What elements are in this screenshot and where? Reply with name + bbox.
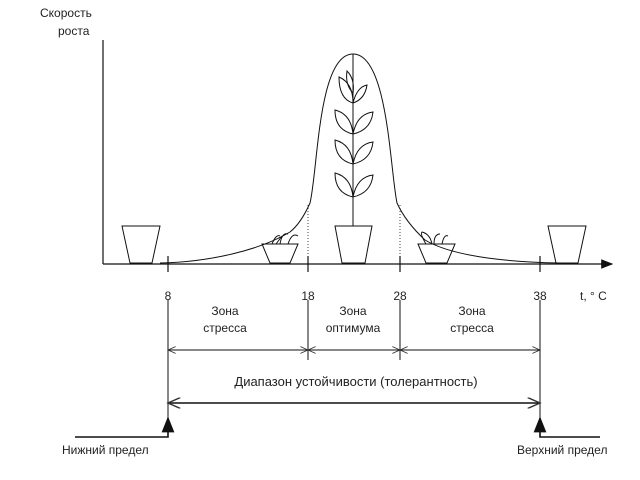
pot-icon [547,225,587,264]
tick-label: 8 [164,289,172,303]
zone-label: стресса [203,321,247,335]
y-axis-label-line2: роста [58,24,90,38]
upper-limit-marker [533,416,600,438]
lower-limit-marker [75,416,175,438]
y-axis-label-line1: Скорость [40,6,92,20]
zone-label: стресса [450,321,494,335]
x-axis-label: t, ° C [580,289,607,303]
wilted-plant-icon [261,233,299,264]
upper-limit-label: Верхний предел [517,443,608,457]
x-ticks [167,256,541,272]
zone-label: Зона [211,304,239,318]
tick-label: 38 [533,289,547,303]
growth-curve [159,53,561,264]
healthy-plant-icon [334,54,374,264]
zone-label: Зона [458,304,486,318]
tick-label: 18 [301,289,315,303]
lower-limit-label: Нижний предел [62,443,149,457]
zone-label: Зона [339,304,367,318]
zone-boundaries [167,300,541,437]
wilted-plant-icon [417,231,456,264]
tolerance-label: Диапазон устойчивости (толерантность) [234,374,478,389]
tick-label: 28 [393,289,407,303]
pot-icon [121,225,161,264]
zone-label: оптимума [325,321,381,335]
